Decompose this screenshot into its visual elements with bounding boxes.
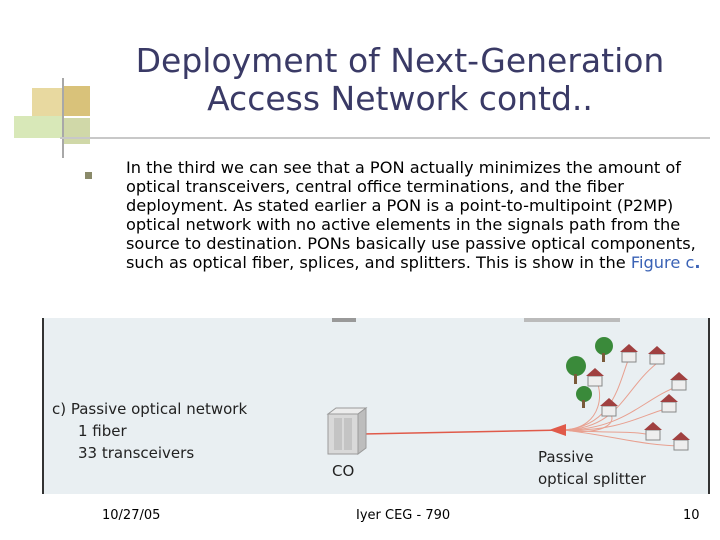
title-rule: [60, 137, 710, 139]
cropped-co-label: [332, 318, 356, 322]
footer-date: 10/27/05: [102, 508, 161, 523]
pon-figure: c) Passive optical network 1 fiber 33 tr…: [42, 318, 710, 494]
decor-square-gold: [62, 86, 90, 116]
decor-square-green: [14, 116, 62, 138]
decor-square-yellow: [32, 88, 64, 116]
house-icons: [586, 344, 690, 451]
bullet-marker: [85, 172, 92, 179]
title-line-1: Deployment of Next-Generation: [135, 41, 665, 80]
body-main-text: In the third we can see that a PON actua…: [126, 158, 696, 272]
slide-title: Deployment of Next-Generation Access Net…: [110, 42, 690, 118]
label-splitter-line2: optical splitter: [538, 470, 647, 488]
feeder-fiber: [361, 429, 565, 435]
label-transceivers: 33 transceivers: [78, 444, 194, 462]
label-fiber: 1 fiber: [78, 422, 128, 440]
footer-page-number: 10: [683, 508, 700, 523]
label-splitter-line1: Passive: [538, 448, 593, 466]
splitter-shape: [549, 424, 566, 436]
footer-center: Iyer CEG - 790: [356, 508, 451, 523]
co-server-icon: [326, 407, 368, 455]
decor-vline: [62, 78, 64, 158]
label-co: CO: [332, 462, 354, 480]
cropped-curb-label: [524, 318, 620, 322]
body-paragraph: In the third we can see that a PON actua…: [126, 158, 708, 272]
title-line-2: Access Network contd..: [207, 79, 593, 118]
label-pon-title: c) Passive optical network: [52, 400, 247, 418]
tree-icons: [566, 337, 613, 408]
figure-link[interactable]: Figure c: [630, 253, 695, 272]
decor-square-olive: [62, 118, 90, 144]
body-end-period: .: [694, 253, 701, 272]
distribution-fibers: [563, 357, 685, 447]
pon-diagram: c) Passive optical network 1 fiber 33 tr…: [52, 318, 690, 488]
